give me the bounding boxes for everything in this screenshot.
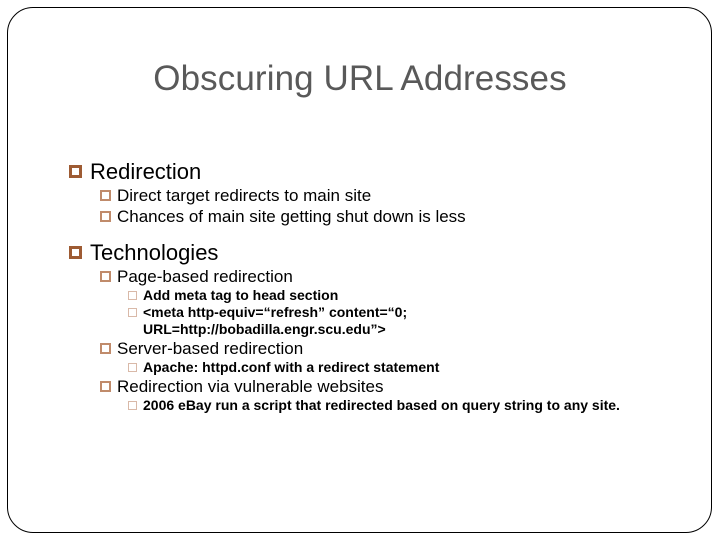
square-bullet-level3-icon: [128, 308, 137, 317]
ebay-example-text-pre: 2006 eBay run a script that redirected b…: [143, 397, 564, 413]
list-item-label: Server-based redirection: [117, 339, 304, 358]
square-bullet-level3-icon: [128, 291, 137, 300]
outline-section-technologies: Technologies Page-based redirection: [68, 239, 714, 414]
sublist-level2: Page-based redirection Add meta tag to h…: [68, 266, 714, 414]
list-item-label: Page-based redirection: [117, 267, 293, 286]
square-bullet-level2-icon: [100, 343, 111, 354]
list-item: Page-based redirection Add meta tag to h…: [99, 266, 714, 338]
ebay-example-emphasis: any: [563, 397, 589, 413]
sublist-level3: 2006 eBay run a script that redirected b…: [99, 397, 714, 414]
list-item-row: Redirection via vulnerable websites: [99, 376, 714, 397]
sublist-level2: Direct target redirects to main site Cha…: [68, 185, 714, 227]
square-bullet-level1-icon: [69, 246, 82, 259]
outline-list: Redirection Direct target redirects to m…: [68, 158, 714, 414]
ebay-example-label: 2006 eBay run a script that redirected b…: [143, 397, 714, 414]
list-item-row: <meta http-equiv=“refresh” content=“0; U…: [127, 304, 714, 338]
sublist-level3: Add meta tag to head section <meta http-…: [99, 287, 714, 338]
section-heading-label: Redirection: [90, 159, 202, 184]
square-bullet-level2-icon: [100, 271, 111, 282]
list-item-label: Redirection via vulnerable websites: [117, 377, 384, 396]
square-bullet-level2-icon: [100, 190, 111, 201]
list-item-label: Direct target redirects to main site: [117, 186, 372, 205]
list-item: Chances of main site getting shut down i…: [99, 206, 714, 227]
list-item: Add meta tag to head section: [127, 287, 714, 304]
sublist-level3: Apache: httpd.conf with a redirect state…: [99, 359, 714, 376]
list-item: Server-based redirection Apache: httpd.c…: [99, 338, 714, 376]
list-item-row: 2006 eBay run a script that redirected b…: [127, 397, 714, 414]
ebay-example-text-post: site.: [588, 397, 620, 413]
square-bullet-level2-icon: [100, 211, 111, 222]
slide-body: Redirection Direct target redirects to m…: [68, 158, 714, 414]
meta-tag-code-line-2: URL=http://bobadilla.engr.scu.edu”>: [143, 321, 386, 337]
list-item-label: Chances of main site getting shut down i…: [117, 207, 466, 226]
list-item-row: Chances of main site getting shut down i…: [99, 206, 714, 227]
list-item-row: Apache: httpd.conf with a redirect state…: [127, 359, 714, 376]
outline-section-redirection: Redirection Direct target redirects to m…: [68, 158, 714, 227]
list-item: Apache: httpd.conf with a redirect state…: [127, 359, 714, 376]
meta-tag-code-line-1: <meta http-equiv=“refresh” content=“0;: [143, 304, 408, 320]
square-bullet-level3-icon: [128, 401, 137, 410]
list-item: Direct target redirects to main site: [99, 185, 714, 206]
square-bullet-level3-icon: [128, 363, 137, 372]
square-bullet-level2-icon: [100, 381, 111, 392]
list-item-label: Add meta tag to head section: [143, 287, 339, 303]
section-heading-label: Technologies: [90, 240, 219, 265]
list-item: Redirection via vulnerable websites 2006…: [99, 376, 714, 414]
list-item: 2006 eBay run a script that redirected b…: [127, 397, 714, 414]
list-item-row: Page-based redirection: [99, 266, 714, 287]
section-heading-row: Technologies: [68, 239, 714, 266]
page-title: Obscuring URL Addresses: [153, 59, 567, 98]
square-bullet-level1-icon: [69, 165, 82, 178]
list-item: <meta http-equiv=“refresh” content=“0; U…: [127, 304, 714, 338]
section-heading-row: Redirection: [68, 158, 714, 185]
list-item-row: Direct target redirects to main site: [99, 185, 714, 206]
list-item-label: Apache: httpd.conf with a redirect state…: [143, 359, 440, 375]
list-item-row: Add meta tag to head section: [127, 287, 714, 304]
list-item-row: Server-based redirection: [99, 338, 714, 359]
